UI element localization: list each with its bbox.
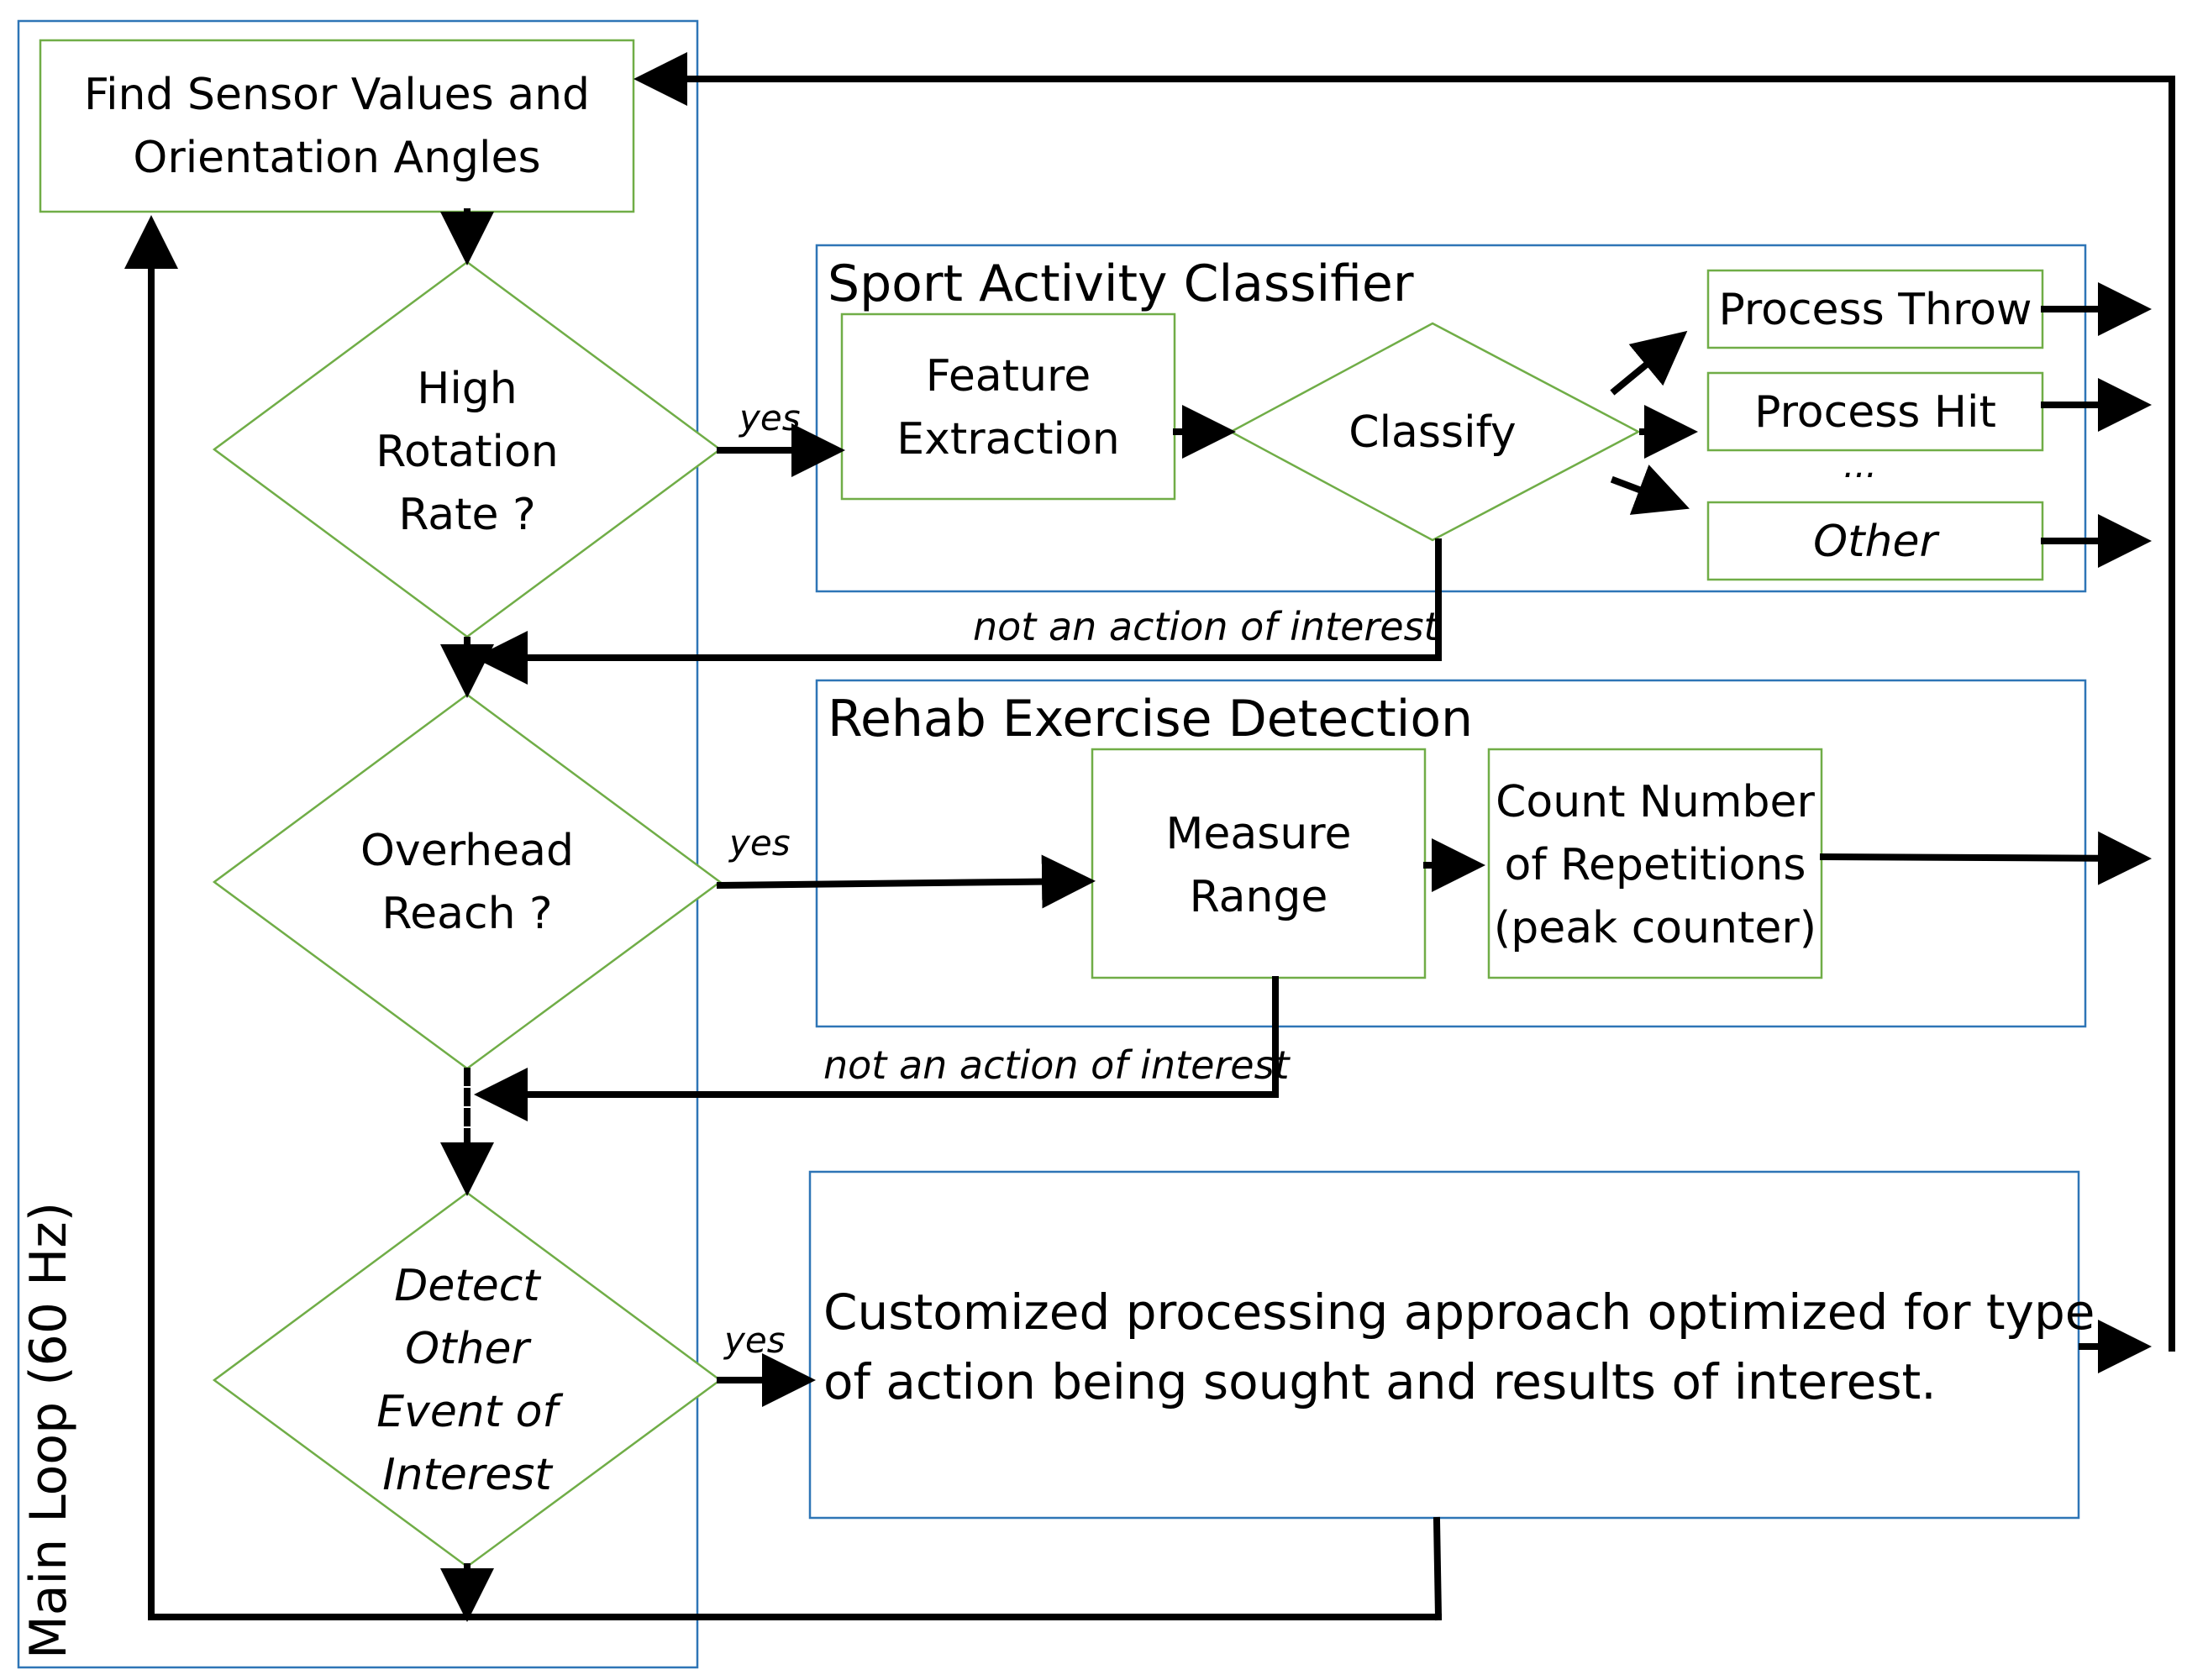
overhead-reach-line1: Overhead [360, 826, 574, 876]
rehab-detection-container [815, 679, 2087, 1028]
process-other-label: Other [1813, 517, 1940, 567]
measure-range-line1: Measure [1166, 809, 1352, 859]
count-repetitions-line3: (peak counter) [1494, 903, 1816, 953]
custom-return-line [1433, 1516, 1443, 1621]
custom-processing-box [808, 1170, 2080, 1520]
not-interest-label-rehab: not an action of interest [823, 1042, 1291, 1088]
find-sensor-values-line2: Orientation Angles [133, 133, 540, 183]
measure-range-box [1091, 748, 1427, 979]
sport-classifier-title: Sport Activity Classifier [828, 255, 1414, 313]
process-throw-label: Process Throw [1718, 285, 2032, 335]
overhead-reach-line2: Reach ? [381, 889, 552, 939]
process-hit-label: Process Hit [1754, 387, 1996, 438]
arrow-classify-to-throw [1610, 330, 1688, 396]
rehab-detection-title: Rehab Exercise Detection [828, 690, 1473, 748]
arrow-classify-to-other [1610, 465, 1690, 515]
other-event-line4: Interest [382, 1450, 553, 1500]
count-repetitions-line1: Count Number [1496, 777, 1815, 827]
more-outputs-ellipsis: ... [1843, 444, 1877, 486]
not-interest-label-sport: not an action of interest [973, 604, 1441, 649]
main-loop-label: Main Loop (60 Hz) [19, 1202, 78, 1659]
main-loop-container [17, 19, 699, 1669]
process-throw-box [1706, 269, 2044, 349]
custom-processing-line1: Customized processing approach optimized… [823, 1284, 2095, 1341]
arrow-count-out [1819, 831, 2152, 885]
right-loop-return [633, 52, 2175, 1352]
classify-decision [1228, 322, 1641, 542]
feature-extraction-line1: Feature [926, 351, 1091, 402]
high-rotation-line1: High [417, 364, 518, 414]
return-measure-not-interest [474, 976, 1279, 1121]
overhead-reach-decision [212, 693, 723, 1070]
return-classify-not-interest [474, 538, 1442, 685]
high-rotation-line3: Rate ? [398, 490, 535, 540]
find-sensor-values-line1: Find Sensor Values and [84, 70, 590, 120]
high-rotation-line2: Rotation [376, 427, 558, 477]
yes-label-rotation: yes [738, 397, 801, 438]
measure-range-line2: Range [1190, 872, 1328, 922]
count-repetitions-box [1487, 748, 1823, 979]
arrow-reach-yes [716, 854, 1096, 909]
sport-classifier-container [815, 244, 2087, 593]
other-event-line2: Other [405, 1324, 532, 1374]
yes-label-reach: yes [728, 822, 791, 864]
custom-processing-line2: of action being sought and results of in… [823, 1353, 1937, 1410]
other-event-line1: Detect [394, 1261, 541, 1311]
process-hit-box [1706, 371, 2044, 452]
feature-extraction-line2: Extraction [896, 414, 1119, 465]
count-repetitions-line2: of Repetitions [1505, 840, 1806, 890]
process-other-box [1706, 501, 2044, 581]
find-sensor-values-box [39, 39, 635, 213]
yes-label-other: yes [723, 1320, 786, 1361]
other-event-line3: Event of [376, 1387, 563, 1437]
other-event-decision [212, 1191, 723, 1568]
feature-extraction-box [840, 312, 1176, 501]
classify-label: Classify [1348, 407, 1516, 458]
